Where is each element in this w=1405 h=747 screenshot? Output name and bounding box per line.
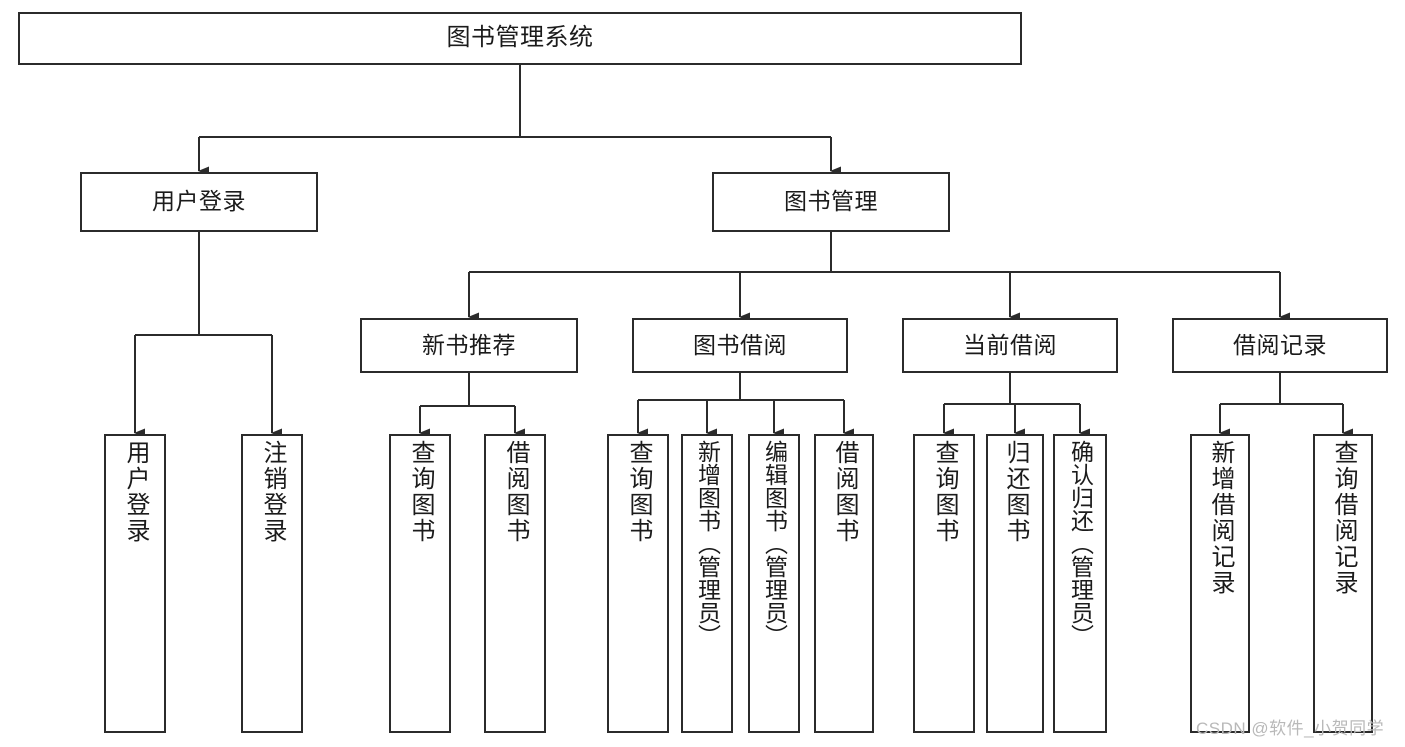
node-l-queryrec[interactable]: 查询借阅记录 xyxy=(1313,434,1373,733)
node-current[interactable]: 当前借阅 xyxy=(902,318,1118,373)
node-label: 当前借阅 xyxy=(963,331,1057,358)
node-label: 用户登录 xyxy=(152,188,246,215)
node-borrow[interactable]: 图书借阅 xyxy=(632,318,848,373)
node-label: 借阅记录 xyxy=(1233,331,1327,358)
node-label: 新增图书（管理员） xyxy=(694,440,721,647)
node-l-query1[interactable]: 查询图书 xyxy=(389,434,451,733)
node-l-add[interactable]: 新增图书（管理员） xyxy=(681,434,733,733)
node-label: 用户登录 xyxy=(122,440,149,544)
node-label: 图书管理 xyxy=(784,188,878,215)
node-bookmgmt[interactable]: 图书管理 xyxy=(712,172,950,232)
node-newbook[interactable]: 新书推荐 xyxy=(360,318,578,373)
node-label: 借阅图书 xyxy=(502,440,529,544)
node-l-borrow1[interactable]: 借阅图书 xyxy=(484,434,546,733)
node-login[interactable]: 用户登录 xyxy=(80,172,318,232)
node-label: 归还图书 xyxy=(1002,440,1029,544)
node-label: 查询借阅记录 xyxy=(1330,440,1357,596)
node-l-return[interactable]: 归还图书 xyxy=(986,434,1044,733)
node-label: 查询图书 xyxy=(625,440,652,544)
node-l-query2[interactable]: 查询图书 xyxy=(607,434,669,733)
node-label: 查询图书 xyxy=(931,440,958,544)
node-label: 确认归还（管理员） xyxy=(1067,440,1094,647)
node-l-confirm[interactable]: 确认归还（管理员） xyxy=(1053,434,1107,733)
node-l-login[interactable]: 用户登录 xyxy=(104,434,166,733)
node-l-addrec[interactable]: 新增借阅记录 xyxy=(1190,434,1250,733)
node-label: 注销登录 xyxy=(259,440,286,544)
node-label: 图书借阅 xyxy=(693,331,787,358)
node-label: 查询图书 xyxy=(407,440,434,544)
node-l-edit[interactable]: 编辑图书（管理员） xyxy=(748,434,800,733)
node-label: 图书管理系统 xyxy=(446,24,594,52)
node-label: 新增借阅记录 xyxy=(1207,440,1234,596)
node-l-borrow2[interactable]: 借阅图书 xyxy=(814,434,874,733)
node-label: 编辑图书（管理员） xyxy=(761,440,788,647)
node-label: 新书推荐 xyxy=(422,331,516,358)
node-l-logout[interactable]: 注销登录 xyxy=(241,434,303,733)
node-l-query3[interactable]: 查询图书 xyxy=(913,434,975,733)
node-records[interactable]: 借阅记录 xyxy=(1172,318,1388,373)
node-label: 借阅图书 xyxy=(831,440,858,544)
node-root[interactable]: 图书管理系统 xyxy=(18,12,1022,65)
